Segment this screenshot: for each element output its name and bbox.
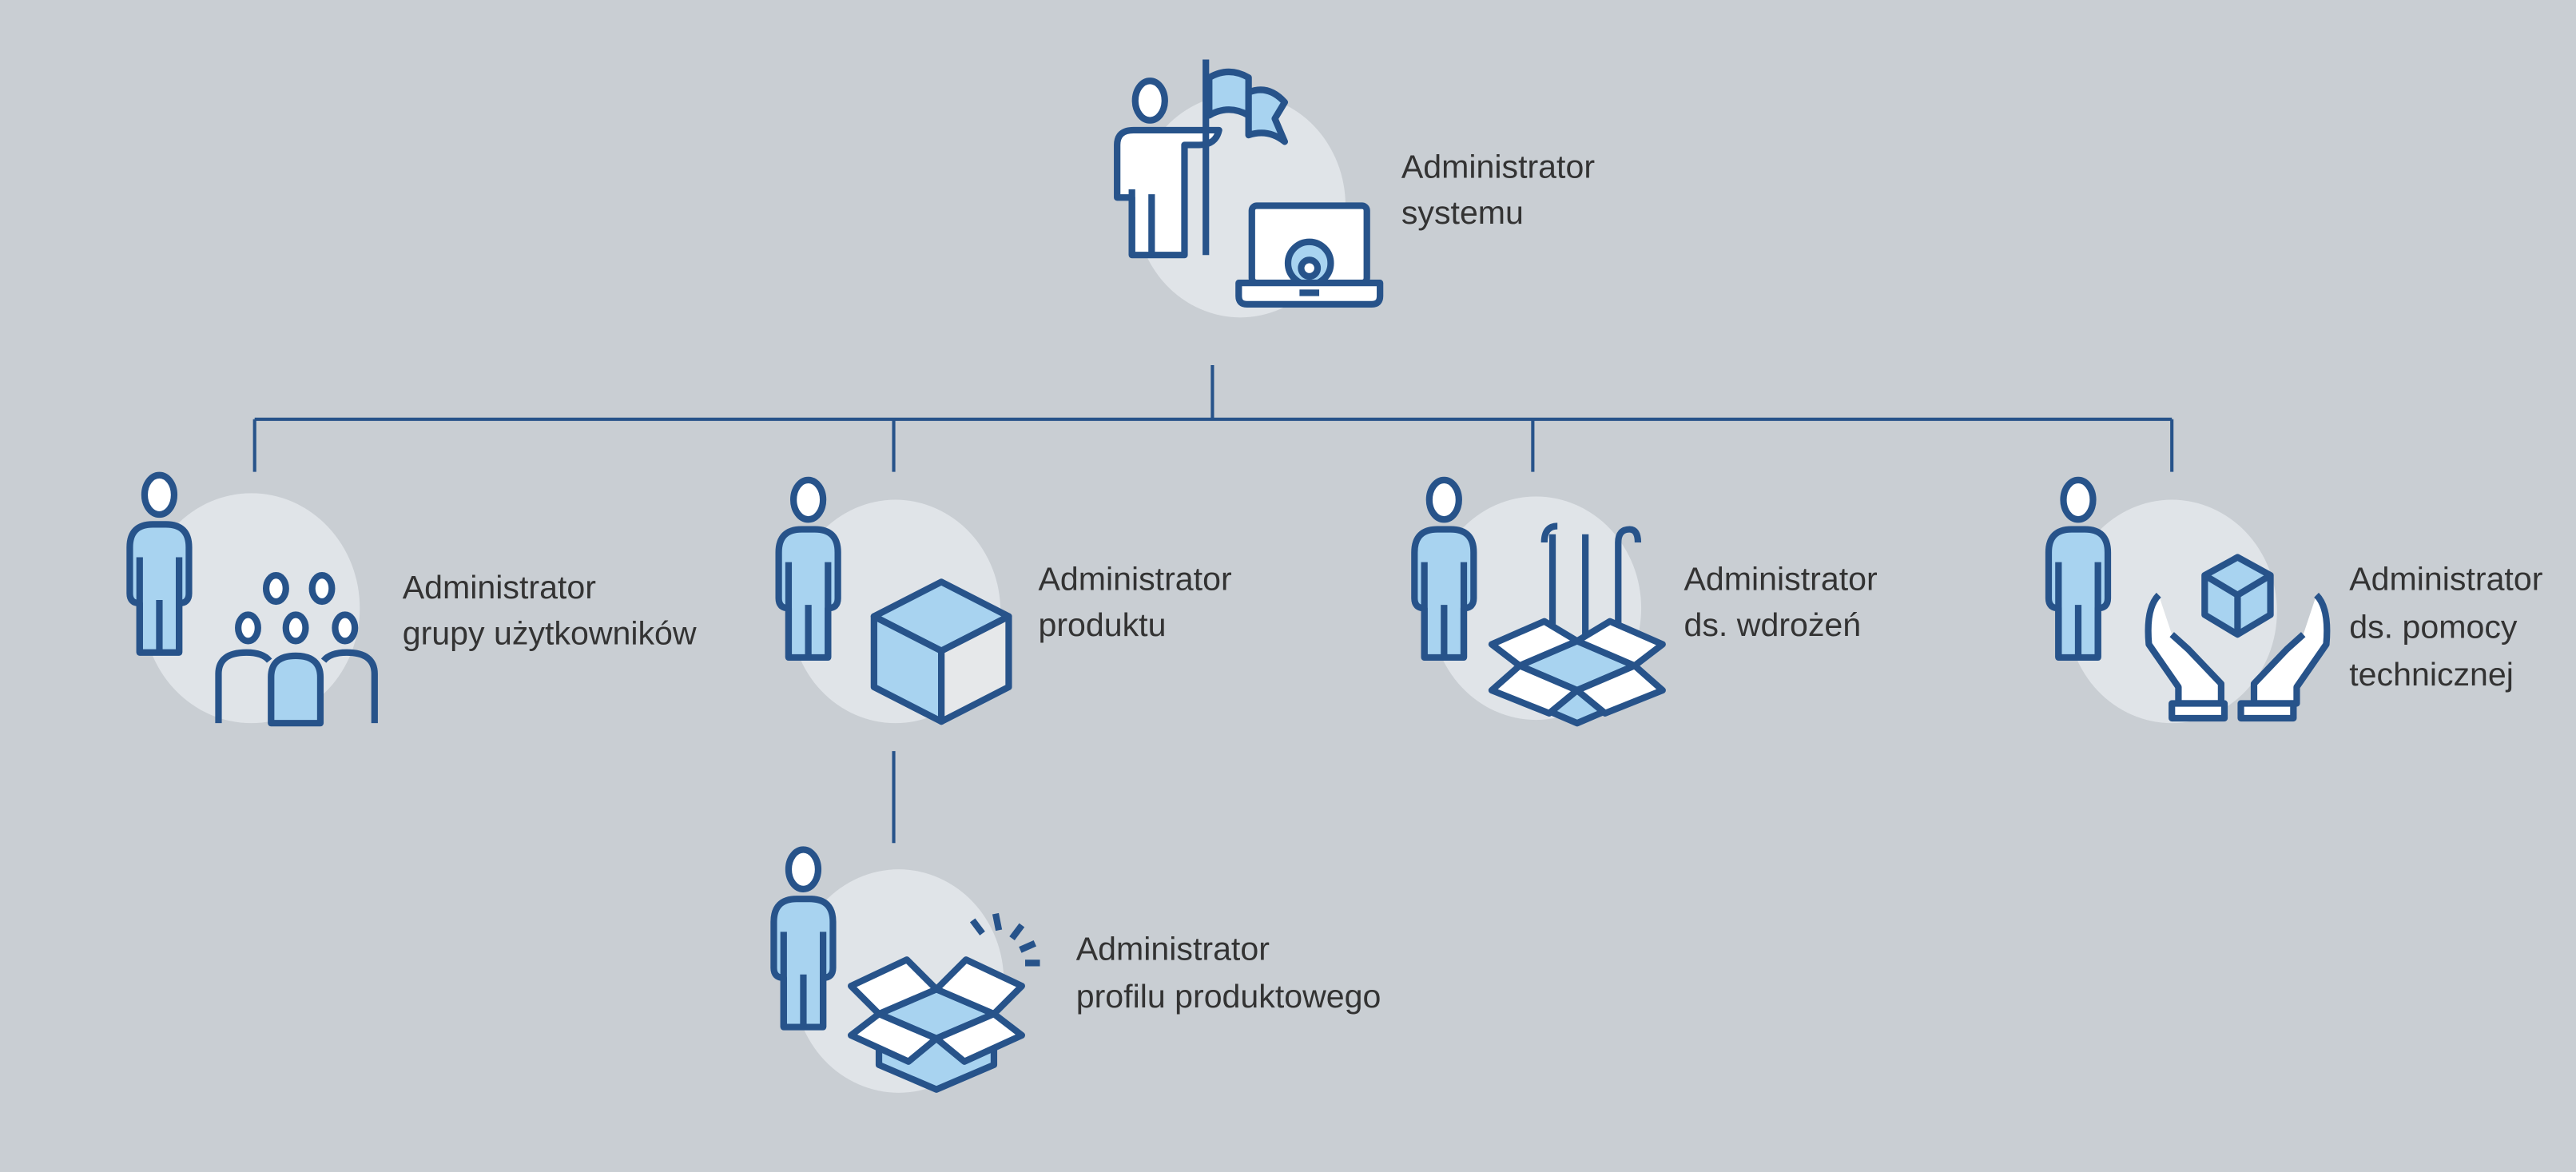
user-group-icon — [215, 572, 378, 727]
node-title: Administrator — [1038, 561, 1231, 598]
node-product-profile-admin: Administrator profilu produktowego — [773, 850, 1381, 1093]
person-icon — [1414, 480, 1473, 658]
node-title: Administrator — [403, 569, 596, 606]
node-support-admin: Administrator ds. pomocy technicznej — [2049, 480, 2542, 724]
node-subtitle: ds. wdrożeń — [1684, 606, 1862, 643]
person-icon — [2049, 480, 2108, 658]
cube-icon — [870, 578, 1012, 725]
node-title: Administrator — [1076, 930, 1270, 967]
node-subtitle-line3: technicznej — [2349, 656, 2514, 693]
node-subtitle: grupy użytkowników — [403, 614, 697, 651]
node-user-group-admin: Administrator grupy użytkowników — [129, 475, 697, 727]
node-system-admin: Administrator systemu — [1114, 59, 1595, 318]
node-subtitle: profilu produktowego — [1076, 978, 1381, 1015]
person-icon — [779, 480, 838, 658]
node-title: Administrator — [1401, 149, 1595, 185]
laptop-gear-icon — [1235, 202, 1384, 308]
node-title: Administrator — [2349, 561, 2542, 598]
node-subtitle: produktu — [1038, 606, 1166, 643]
person-icon — [773, 850, 833, 1027]
node-subtitle: systemu — [1401, 194, 1524, 231]
open-box-icon — [847, 912, 1040, 1093]
person-flag-icon — [1114, 59, 1289, 259]
hands-cube-icon — [2145, 554, 2331, 722]
node-subtitle: ds. pomocy — [2349, 608, 2518, 645]
node-product-admin: Administrator produktu — [779, 480, 1232, 725]
node-title: Administrator — [1684, 561, 1878, 598]
node-implementation-admin: Administrator ds. wdrożeń — [1414, 480, 1878, 727]
connector-lines — [252, 364, 2174, 844]
background-circle — [2066, 499, 2277, 724]
person-icon — [129, 475, 189, 653]
open-box-tools-icon — [1488, 522, 1666, 727]
